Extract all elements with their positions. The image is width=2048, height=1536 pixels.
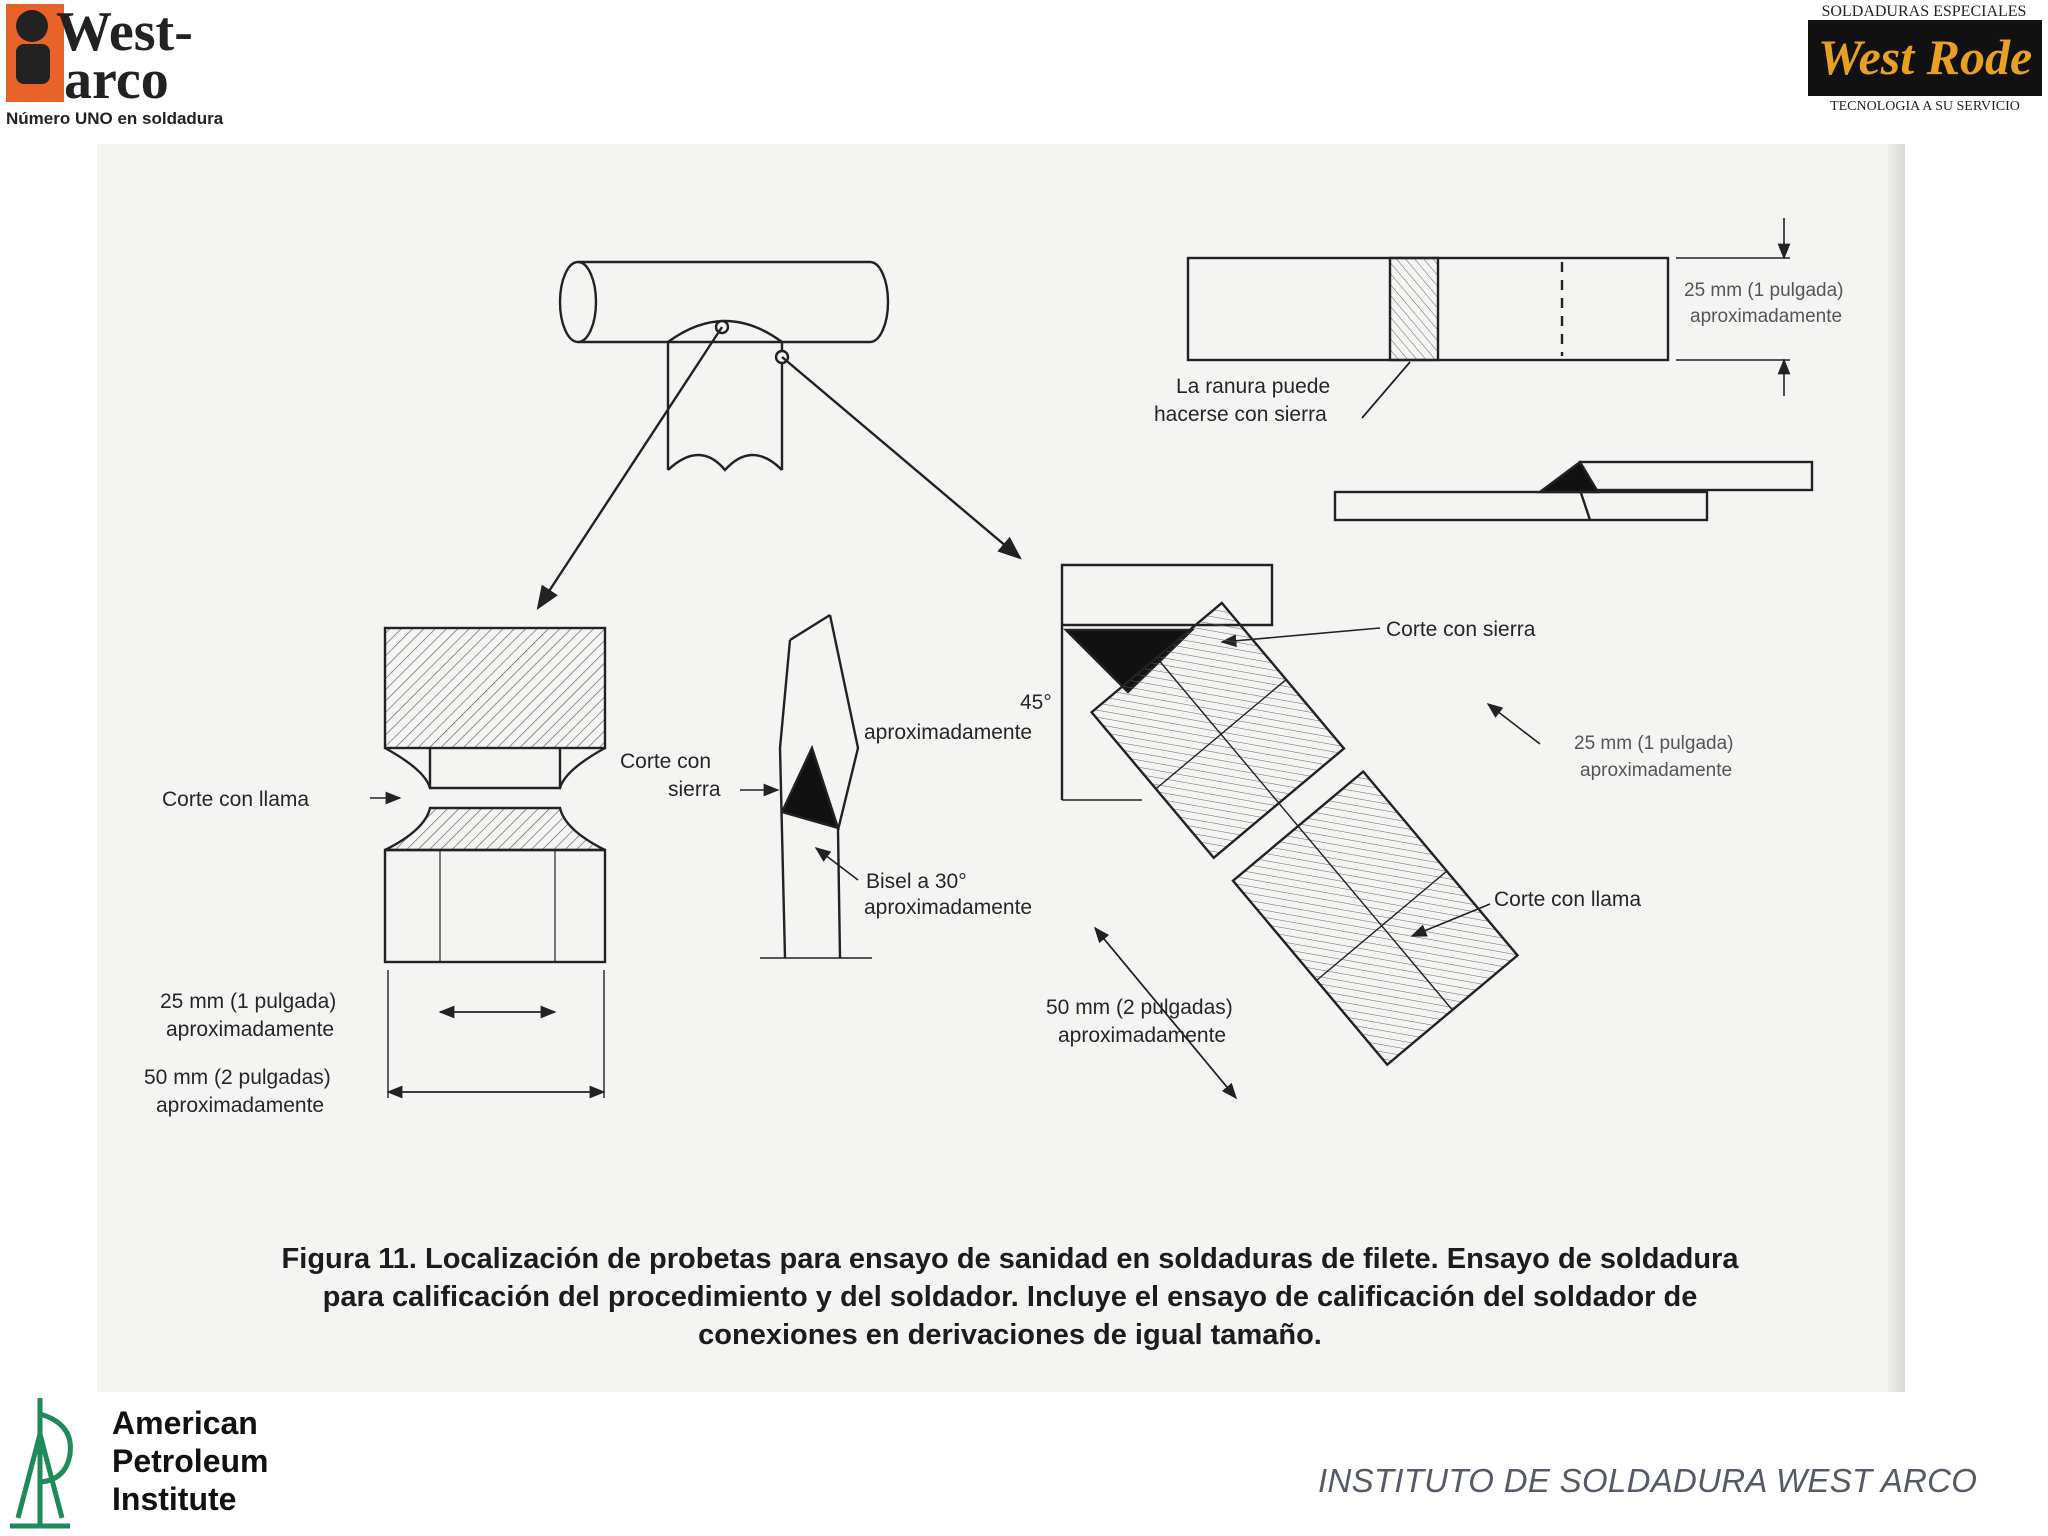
west-arco-line2: arco <box>64 49 169 111</box>
label-corte-sierra-top: Corte con sierra <box>1386 618 1536 641</box>
label-dim25-left-2: aproximadamente <box>166 1018 334 1041</box>
label-corte-sierra-mid-1: Corte con <box>620 750 711 773</box>
figure-caption: Figura 11. Localización de probetas para… <box>120 1240 1900 1354</box>
label-dim50-left-2: aproximadamente <box>156 1094 324 1117</box>
label-dim25-diag-2: aproximadamente <box>1580 760 1732 781</box>
label-dim50-diag-1: 50 mm (2 pulgadas) <box>1046 996 1233 1019</box>
label-dim25-right-1: 25 mm (1 pulgada) <box>1684 280 1843 301</box>
label-corte-sierra-mid-2: sierra <box>668 778 721 801</box>
label-dim50-left-1: 50 mm (2 pulgadas) <box>144 1066 331 1089</box>
leader-arrow-left <box>536 326 724 611</box>
diagonal-specimen <box>1089 601 1520 1067</box>
label-ranura-1: La ranura puede <box>1176 375 1330 398</box>
label-bisel-1: Bisel a 30° <box>866 870 967 893</box>
label-corte-llama-left: Corte con llama <box>162 788 309 811</box>
scanned-figure-background <box>97 144 1905 1392</box>
west-arco-line1: West- <box>56 1 193 63</box>
west-arco-logo: West- arco Número UNO en soldadura <box>6 1 224 128</box>
pipe-branch-connection <box>558 260 890 472</box>
fillet-cross-section <box>1060 563 1381 801</box>
label-ranura-2: hacerse con sierra <box>1154 403 1327 426</box>
west-rode-logo: SOLDADURAS ESPECIALES West Rode TECNOLOG… <box>1808 3 2042 114</box>
west-rode-bottom-text: TECNOLOGIA A SU SERVICIO <box>1830 99 2020 114</box>
west-rode-brand: West Rode <box>1818 29 2032 85</box>
label-corte-llama-right: Corte con llama <box>1494 888 1641 911</box>
label-angle-45-approx: aproximadamente <box>864 721 1032 744</box>
caption-line-2: para calificación del procedimiento y de… <box>322 1281 1698 1313</box>
footer-institute-text: INSTITUTO DE SOLDADURA WEST ARCO <box>1318 1462 1978 1499</box>
caption-line-1: Figura 11. Localización de probetas para… <box>281 1243 1739 1275</box>
label-dim25-right-2: aproximadamente <box>1690 306 1842 327</box>
label-bisel-2: aproximadamente <box>864 896 1032 919</box>
api-line-2: Petroleum <box>112 1443 268 1479</box>
specimen-flame-cut <box>370 626 607 1099</box>
west-rode-top-text: SOLDADURAS ESPECIALES <box>1822 3 2027 20</box>
scan-page-edge <box>1888 144 1905 1392</box>
caption-line-3: conexiones en derivaciones de igual tama… <box>698 1319 1322 1351</box>
fillet-lap-joint <box>1333 460 1814 522</box>
welder-icon <box>16 10 48 42</box>
label-dim25-diag-1: 25 mm (1 pulgada) <box>1574 733 1733 754</box>
api-line-1: American <box>112 1405 258 1441</box>
label-dim50-diag-2: aproximadamente <box>1058 1024 1226 1047</box>
api-line-3: Institute <box>112 1481 236 1517</box>
bevel-section <box>740 613 872 959</box>
west-arco-tagline: Número UNO en soldadura <box>6 109 224 128</box>
api-logo: American Petroleum Institute <box>10 1398 268 1529</box>
grooved-plate <box>1186 218 1791 419</box>
leader-arrow-right <box>781 356 1022 560</box>
label-dim25-left-1: 25 mm (1 pulgada) <box>160 990 336 1013</box>
label-angle-45: 45° <box>1020 691 1052 714</box>
api-mark-icon <box>10 1398 73 1529</box>
